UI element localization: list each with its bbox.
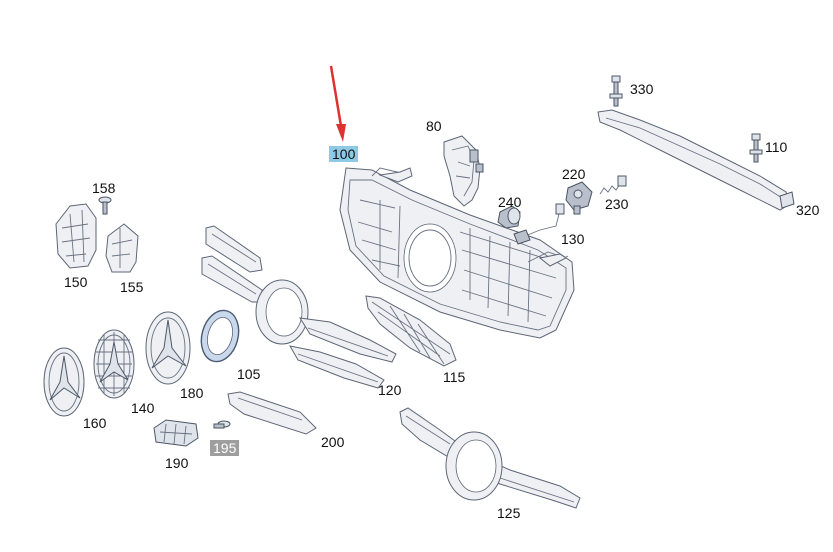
part-320-long-bracket[interactable] [597, 109, 795, 211]
label-158[interactable]: 158 [92, 180, 116, 196]
label-105[interactable]: 105 [237, 366, 261, 382]
part-230-spring[interactable] [599, 175, 627, 195]
part-220-unit[interactable] [565, 181, 593, 215]
label-330[interactable]: 330 [630, 81, 654, 97]
part-160-star-emblem[interactable] [43, 347, 85, 417]
part-130-cable[interactable] [513, 203, 565, 245]
label-320[interactable]: 320 [796, 202, 820, 218]
part-190-connector[interactable] [153, 419, 199, 447]
label-195[interactable]: 195 [210, 440, 240, 456]
part-330-screw[interactable] [609, 75, 623, 107]
label-160[interactable]: 160 [83, 415, 107, 431]
label-100[interactable]: 100 [329, 146, 359, 162]
label-180[interactable]: 180 [180, 385, 204, 401]
label-200[interactable]: 200 [321, 434, 345, 450]
label-190[interactable]: 190 [165, 455, 189, 471]
label-240[interactable]: 240 [498, 194, 522, 210]
label-155[interactable]: 155 [120, 279, 144, 295]
part-180-star-emblem[interactable] [145, 311, 191, 385]
label-120[interactable]: 120 [378, 382, 402, 398]
part-200-strip[interactable] [227, 391, 317, 435]
pointer-arrow [329, 65, 346, 142]
part-100-grille-mesh[interactable] [339, 167, 575, 339]
label-125[interactable]: 125 [497, 505, 521, 521]
label-130[interactable]: 130 [561, 231, 585, 247]
label-110[interactable]: 110 [765, 139, 788, 155]
label-80[interactable]: 80 [426, 118, 442, 134]
label-220[interactable]: 220 [562, 166, 586, 182]
part-120-trim-bars[interactable] [201, 225, 397, 389]
part-115-mesh-insert[interactable] [365, 295, 457, 367]
label-115[interactable]: 115 [443, 369, 466, 385]
part-158-screw[interactable] [98, 196, 112, 215]
part-150-holder[interactable] [55, 203, 97, 269]
part-155-bracket[interactable] [105, 223, 139, 273]
part-110-screw[interactable] [749, 133, 763, 163]
part-105-ring[interactable] [196, 306, 244, 366]
part-140-star-frame[interactable] [93, 329, 135, 399]
label-230[interactable]: 230 [605, 196, 629, 212]
part-240-sensor[interactable] [497, 205, 521, 229]
label-150[interactable]: 150 [64, 274, 88, 290]
label-140[interactable]: 140 [131, 400, 155, 416]
part-195-screw[interactable] [213, 420, 231, 429]
part-125-lower-trim[interactable] [399, 407, 581, 509]
part-80-bracket[interactable] [443, 135, 484, 207]
